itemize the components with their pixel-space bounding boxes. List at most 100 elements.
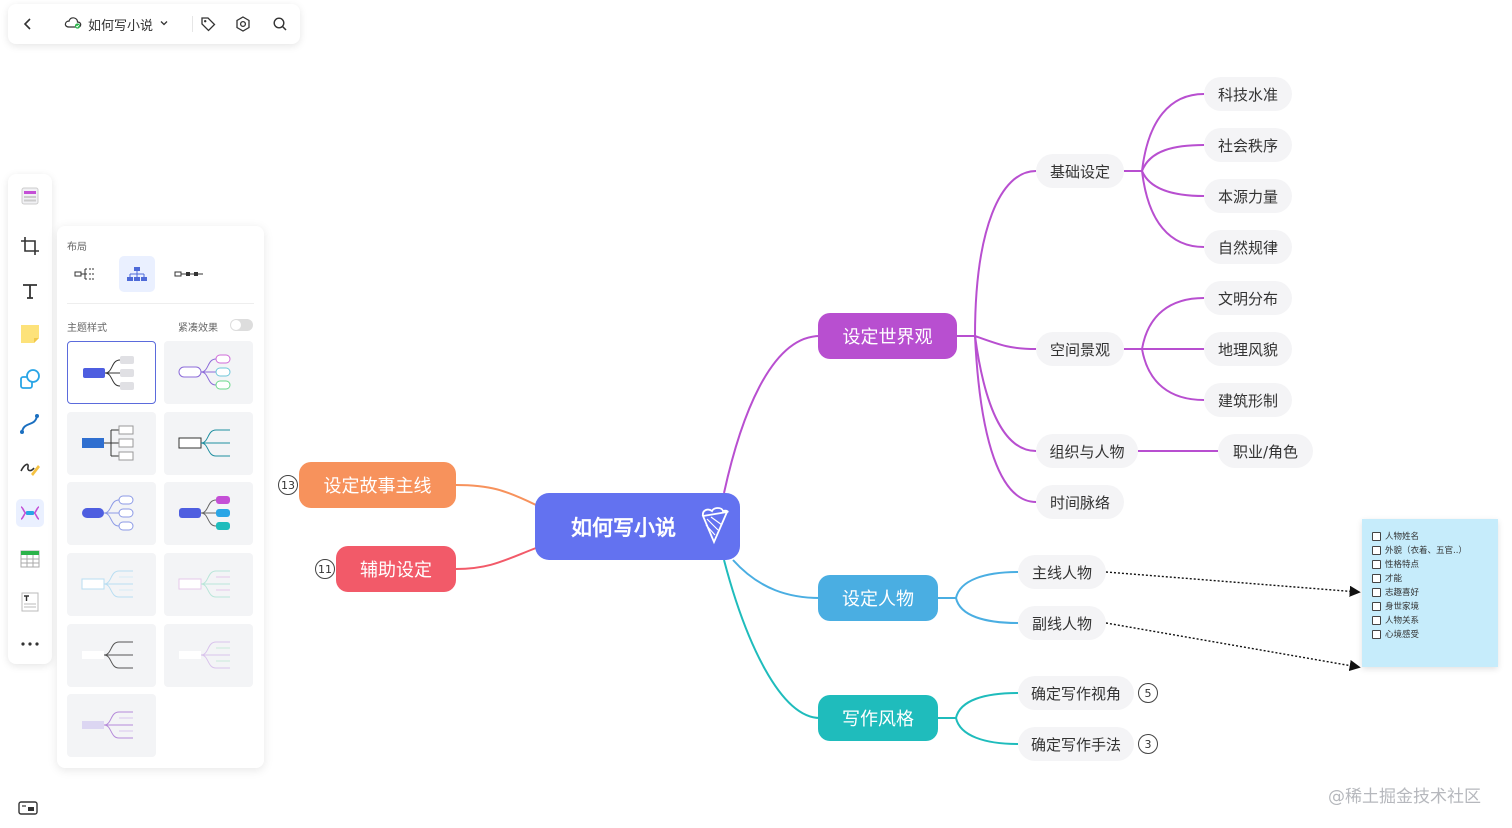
checklist-item[interactable]: 志趣喜好: [1372, 585, 1488, 599]
left-tree-layout-icon[interactable]: [67, 256, 103, 292]
topic-aux[interactable]: 辅助设定: [336, 546, 456, 592]
leaf-label: 本源力量: [1218, 187, 1279, 206]
collapsed-count-aux[interactable]: 11: [315, 559, 335, 579]
edge-basic-c1: [1141, 93, 1205, 172]
theme-style-1[interactable]: [67, 341, 156, 404]
checklist-item[interactable]: 人物关系: [1372, 613, 1488, 627]
minimap-icon[interactable]: [14, 796, 42, 820]
subtopic-basic[interactable]: 基础设定: [1036, 154, 1124, 188]
leaf-node[interactable]: 地理风貌: [1204, 332, 1292, 366]
text-tool-icon[interactable]: [16, 277, 44, 305]
edge-world-basic: [957, 170, 1037, 337]
subtopic-org[interactable]: 组织与人物: [1036, 434, 1138, 468]
theme-style-2[interactable]: [164, 341, 253, 404]
collapsed-count-story[interactable]: 13: [278, 475, 298, 495]
edge-world-org: [974, 335, 1037, 452]
checklist-item[interactable]: 外貌（衣着、五官..）: [1372, 543, 1488, 557]
checkbox[interactable]: [1372, 587, 1381, 597]
collapsed-count-technique[interactable]: 3: [1138, 734, 1158, 754]
edge-root-style: [723, 559, 821, 719]
subtopic-technique[interactable]: 确定写作手法: [1018, 727, 1134, 761]
topic-world[interactable]: 设定世界观: [818, 313, 957, 359]
edge-style-tech: [955, 717, 1019, 745]
checkbox[interactable]: [1372, 615, 1381, 625]
theme-style-5[interactable]: [67, 482, 156, 545]
theme-style-6[interactable]: [164, 482, 253, 545]
org-chart-layout-icon[interactable]: [119, 256, 155, 292]
shape-tool-icon[interactable]: [16, 365, 44, 393]
theme-style-8[interactable]: [164, 553, 253, 616]
theme-style-11[interactable]: [67, 694, 156, 757]
leaf-node[interactable]: 建筑形制: [1204, 383, 1292, 417]
edge-basic-c3: [1141, 170, 1205, 197]
collapsed-count-pov[interactable]: 5: [1138, 683, 1158, 703]
timeline-layout-icon[interactable]: [171, 256, 207, 292]
leaf-node[interactable]: 文明分布: [1204, 281, 1292, 315]
theme-style-10[interactable]: [164, 624, 253, 687]
crop-frame-icon[interactable]: [16, 232, 44, 260]
topic-characters[interactable]: 设定人物: [818, 575, 938, 621]
compact-effect-label: 紧凑效果: [178, 323, 218, 334]
leaf-node[interactable]: 本源力量: [1204, 179, 1292, 213]
subtopic-side-character[interactable]: 副线人物: [1018, 606, 1106, 640]
sticky-note-icon[interactable]: [16, 320, 44, 348]
edge-style-pov: [955, 692, 1019, 719]
leaf-node[interactable]: 社会秩序: [1204, 128, 1292, 162]
checkbox[interactable]: [1372, 629, 1381, 639]
checklist-item-label: 才能: [1385, 574, 1403, 584]
checklist-item[interactable]: 心境感受: [1372, 627, 1488, 641]
checklist-item[interactable]: 人物姓名: [1372, 529, 1488, 543]
mindmap-root[interactable]: 如何写小说: [535, 493, 740, 560]
text-block-icon[interactable]: [16, 588, 44, 616]
leaf-node[interactable]: 职业/角色: [1218, 434, 1313, 468]
theme-section-title: 主题样式: [67, 323, 107, 334]
compact-effect-toggle[interactable]: [230, 319, 253, 331]
checklist-item[interactable]: 性格特点: [1372, 557, 1488, 571]
checkbox[interactable]: [1372, 559, 1381, 569]
table-tool-icon[interactable]: [16, 545, 44, 573]
checkbox[interactable]: [1372, 573, 1381, 583]
pen-tool-icon[interactable]: [16, 454, 44, 482]
checkbox[interactable]: [1372, 601, 1381, 611]
search-icon[interactable]: [268, 12, 292, 36]
subtopic-technique-label: 确定写作手法: [1031, 735, 1122, 754]
checklist-item-label: 外貌（衣着、五官..）: [1385, 546, 1467, 556]
subtopic-main-character[interactable]: 主线人物: [1018, 555, 1106, 589]
checklist-item[interactable]: 才能: [1372, 571, 1488, 585]
checklist-item[interactable]: 身世家境: [1372, 599, 1488, 613]
topic-style-label: 写作风格: [842, 709, 914, 730]
theme-style-3[interactable]: [67, 412, 156, 475]
cloud-sync-icon: [64, 15, 82, 33]
topic-story[interactable]: 设定故事主线: [299, 462, 456, 508]
leaf-node[interactable]: 自然规律: [1204, 230, 1292, 264]
theme-style-9[interactable]: [67, 624, 156, 687]
theme-style-7[interactable]: [67, 553, 156, 616]
edge-chars-side: [955, 597, 1019, 624]
settings-icon[interactable]: [231, 12, 255, 36]
watermark: @稀土掘金技术社区: [1328, 787, 1481, 807]
layout-style-panel: 布局 主题样式 紧凑效果: [57, 226, 264, 768]
edge-basic-c2: [1141, 144, 1205, 172]
more-icon[interactable]: [16, 630, 44, 658]
checkbox[interactable]: [1372, 531, 1381, 541]
leaf-label: 自然规律: [1218, 238, 1279, 257]
subtopic-space[interactable]: 空间景观: [1036, 332, 1124, 366]
frame-template-icon[interactable]: [16, 182, 44, 210]
theme-style-4[interactable]: [164, 412, 253, 475]
mindmap-tool-icon[interactable]: [16, 499, 44, 527]
subtopic-pov[interactable]: 确定写作视角: [1018, 676, 1134, 710]
checklist-item-label: 人物姓名: [1385, 532, 1420, 542]
topic-style[interactable]: 写作风格: [818, 695, 938, 741]
tag-icon[interactable]: [196, 12, 220, 36]
leaf-node[interactable]: 科技水准: [1204, 77, 1292, 111]
sticky-note-checklist[interactable]: 人物姓名 外貌（衣着、五官..） 性格特点 才能 志趣喜好 身世家境 人物关系 …: [1362, 519, 1498, 667]
edge-space-c3: [1141, 348, 1205, 401]
checkbox[interactable]: [1372, 545, 1381, 555]
subtopic-timeline[interactable]: 时间脉络: [1036, 485, 1124, 519]
subtopic-main-character-label: 主线人物: [1032, 563, 1093, 582]
connector-icon[interactable]: [16, 410, 44, 438]
document-title-dropdown[interactable]: 如何写小说: [64, 10, 169, 38]
back-icon[interactable]: [16, 12, 40, 36]
